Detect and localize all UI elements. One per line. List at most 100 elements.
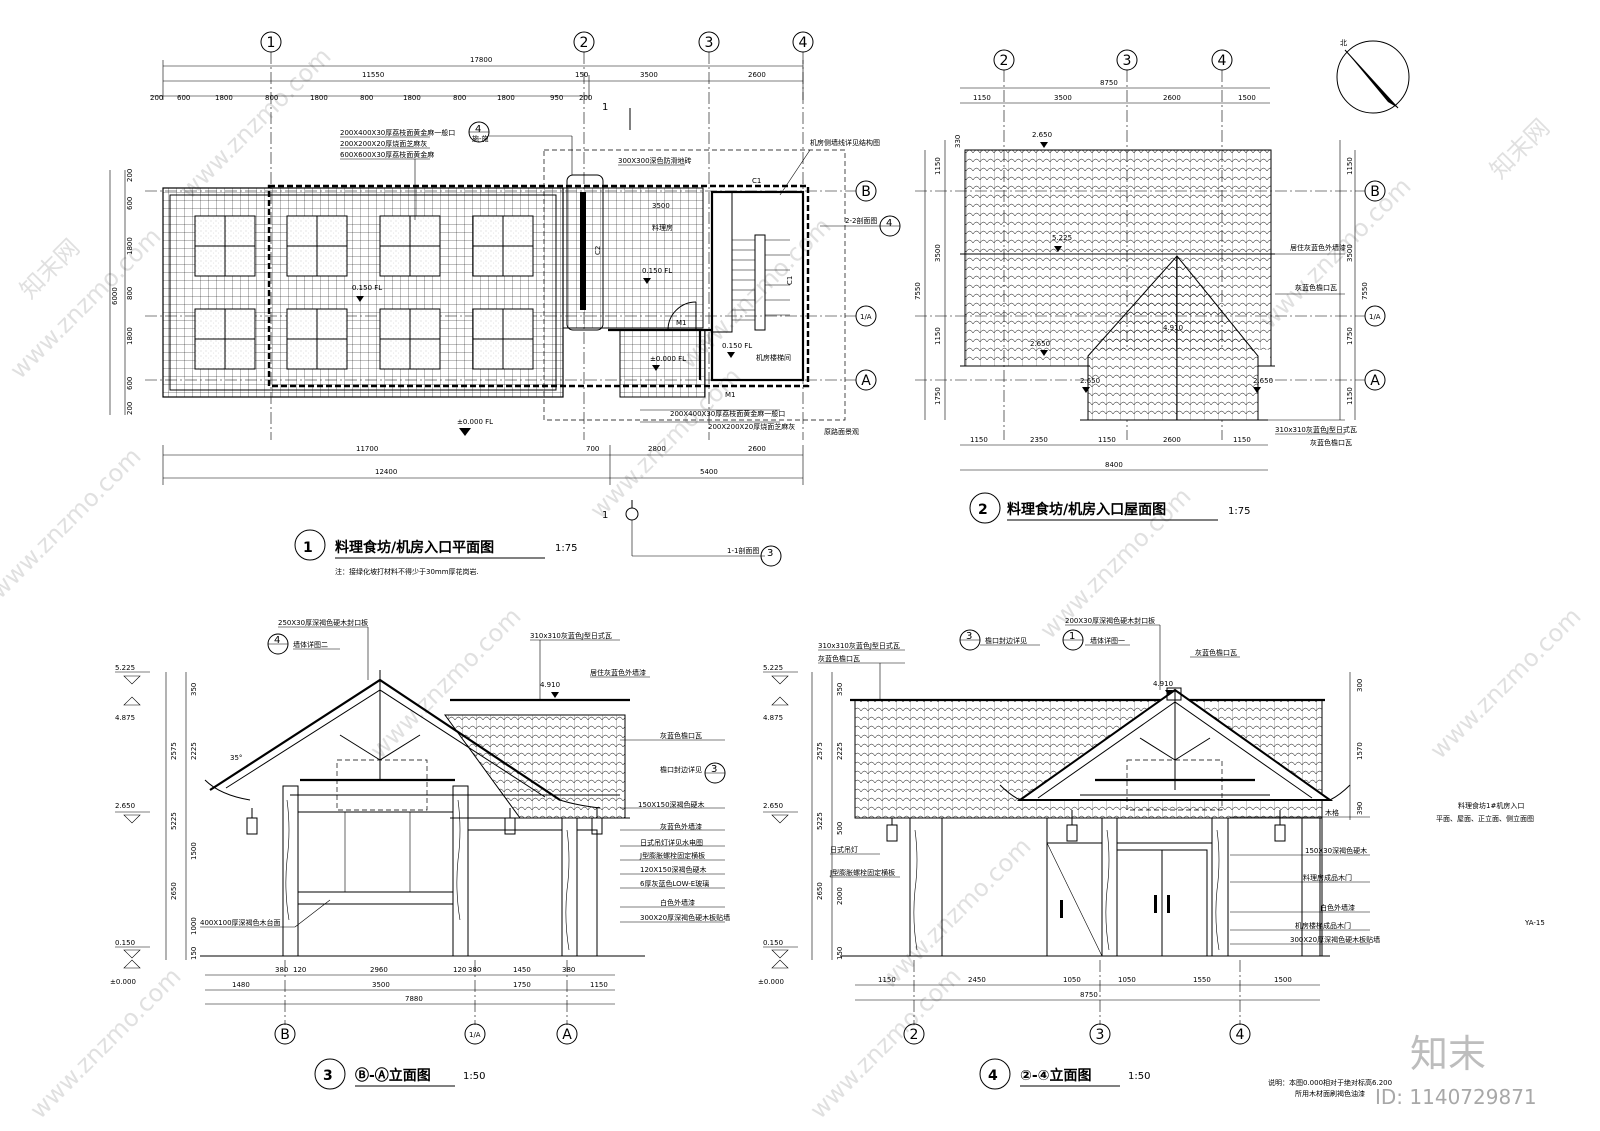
svg-text:檐口封边详见: 檐口封边详见: [985, 636, 1027, 645]
svg-text:6000: 6000: [111, 287, 119, 305]
svg-text:1570: 1570: [1356, 742, 1364, 760]
svg-text:35°: 35°: [230, 754, 242, 762]
elevation-2-4: 5.225 4.875 2.650 0.150 ±0.000 4.910 350…: [758, 616, 1380, 1090]
elev4-bottom-dims: 1150 2450 1050 1050 1550 1500 8750 2 3 4: [855, 960, 1320, 1045]
svg-text:±0.000 FL: ±0.000 FL: [457, 418, 493, 426]
elev3-left-dims: 350 2575 2225 5225 1500 2650 1000 150: [165, 672, 198, 960]
svg-text:8750: 8750: [1100, 79, 1118, 87]
svg-text:3: 3: [711, 764, 717, 775]
svg-text:1750: 1750: [1346, 327, 1354, 345]
plan-note: 注：接绿化坡打材料不得少于30mm厚花岗岩.: [335, 567, 479, 576]
svg-text:3: 3: [1096, 1027, 1105, 1043]
svg-text:4: 4: [274, 635, 280, 646]
watermark-text: www.znzmo.com: [4, 222, 166, 384]
svg-text:2350: 2350: [1030, 436, 1048, 444]
axis-label: 1: [267, 35, 276, 51]
svg-text:150X30深褐色硬木: 150X30深褐色硬木: [1305, 846, 1367, 855]
svg-text:1500: 1500: [1274, 976, 1292, 984]
svg-text:5225: 5225: [170, 812, 178, 830]
svg-text:310x310灰蓝色J型日式瓦: 310x310灰蓝色J型日式瓦: [818, 641, 900, 650]
svg-text:2.650: 2.650: [1032, 131, 1052, 139]
elev3-bottom-dims: 380 120 2960 120 380 1450 380 1480 3500 …: [205, 960, 615, 1045]
svg-text:5.225: 5.225: [763, 664, 783, 672]
svg-text:J型膨胀螺栓固定横板: J型膨胀螺栓固定横板: [639, 851, 705, 860]
svg-text:4.910: 4.910: [540, 681, 560, 689]
svg-text:2960: 2960: [370, 966, 388, 974]
svg-text:墙体详图二: 墙体详图二: [293, 640, 328, 649]
svg-text:4.875: 4.875: [115, 714, 135, 722]
svg-text:木格: 木格: [1325, 808, 1339, 817]
svg-text:200: 200: [150, 94, 163, 102]
watermark-text: www.znzmo.com: [874, 832, 1036, 994]
svg-text:2600: 2600: [1163, 436, 1181, 444]
svg-text:2575: 2575: [816, 742, 824, 760]
svg-text:1: 1: [602, 510, 608, 521]
svg-text:檐口封边详见: 檐口封边详见: [660, 765, 702, 774]
svg-text:2.650: 2.650: [115, 802, 135, 810]
svg-text:2600: 2600: [1163, 94, 1181, 102]
svg-text:2650: 2650: [170, 882, 178, 900]
svg-text:12400: 12400: [375, 468, 397, 476]
svg-text:M1: M1: [676, 319, 687, 327]
svg-text:600: 600: [177, 94, 190, 102]
svg-text:2.650: 2.650: [1030, 340, 1050, 348]
svg-text:1800: 1800: [215, 94, 233, 102]
svg-text:4: 4: [475, 124, 481, 135]
svg-text:310x310灰蓝色J型日式瓦: 310x310灰蓝色J型日式瓦: [1275, 425, 1357, 434]
svg-text:3500: 3500: [640, 71, 658, 79]
svg-text:原路面景观: 原路面景观: [824, 427, 859, 436]
svg-text:2000: 2000: [836, 887, 844, 905]
svg-text:±0.000: ±0.000: [758, 978, 784, 986]
svg-text:4: 4: [1236, 1027, 1245, 1043]
svg-text:150: 150: [836, 947, 844, 960]
svg-text:2: 2: [1000, 53, 1009, 69]
svg-text:120: 120: [293, 966, 306, 974]
svg-text:310x310灰蓝色J型日式瓦: 310x310灰蓝色J型日式瓦: [530, 631, 612, 640]
image-id-text: ID: 1140729871: [1375, 1085, 1537, 1109]
door: [1046, 842, 1208, 957]
svg-text:700: 700: [586, 445, 599, 453]
svg-text:2225: 2225: [836, 742, 844, 760]
plan-title: 1 料理食坊/机房入口平面图 1:75 注：接绿化坡打材料不得少于30mm厚花岗…: [294, 529, 577, 576]
watermark-text: www.znzmo.com: [1254, 172, 1416, 334]
svg-text:A: A: [562, 1027, 572, 1043]
elev-24-title-text: ②-④立面图: [1020, 1067, 1092, 1084]
svg-text:1800: 1800: [126, 237, 134, 255]
svg-text:平面、屋面、正立面、侧立面图: 平面、屋面、正立面、侧立面图: [1436, 814, 1534, 823]
svg-text:380: 380: [562, 966, 575, 974]
brand-logo-text: 知末: [1410, 1032, 1486, 1076]
elev-ba-title-text: Ⓑ-Ⓐ立面图: [355, 1067, 431, 1084]
svg-text:1500: 1500: [1238, 94, 1256, 102]
svg-text:2650: 2650: [816, 882, 824, 900]
svg-text:1: 1: [602, 102, 608, 113]
svg-text:1/A: 1/A: [469, 1031, 481, 1039]
svg-text:2.650: 2.650: [763, 802, 783, 810]
svg-text:B: B: [1370, 184, 1380, 200]
svg-text:5.225: 5.225: [115, 664, 135, 672]
elev3-labels: 250X30厚深褐色硬木封口板 墙体详图二 310x310灰蓝色J型日式瓦 居住…: [200, 618, 730, 928]
svg-text:5225: 5225: [816, 812, 824, 830]
svg-text:4: 4: [988, 1068, 998, 1084]
svg-text:1:50: 1:50: [1128, 1071, 1150, 1082]
svg-text:施-施: 施-施: [472, 134, 489, 143]
svg-text:0.150 FL: 0.150 FL: [352, 284, 382, 292]
svg-text:2800: 2800: [648, 445, 666, 453]
roof-title-text: 料理食坊/机房入口屋面图: [1007, 501, 1166, 518]
svg-text:C1: C1: [786, 276, 794, 285]
svg-text:YA-15: YA-15: [1524, 919, 1545, 927]
svg-text:1:50: 1:50: [463, 1071, 485, 1082]
watermark-text: www.znzmo.com: [174, 42, 336, 204]
elev4-labels: 310x310灰蓝色J型日式瓦 灰蓝色檐口瓦 檐口封边详见 墙体详图一 200X…: [818, 616, 1380, 945]
svg-text:日式吊灯详见水电图: 日式吊灯详见水电图: [640, 838, 703, 847]
svg-text:3500: 3500: [1346, 244, 1354, 262]
svg-text:600: 600: [126, 197, 134, 210]
svg-text:5.225: 5.225: [1052, 234, 1072, 242]
roof-outline: [267, 184, 810, 388]
svg-text:2.650: 2.650: [1253, 377, 1273, 385]
svg-text:200X30厚深褐色硬木封口板: 200X30厚深褐色硬木封口板: [1065, 616, 1155, 625]
svg-text:2.650: 2.650: [1080, 377, 1100, 385]
svg-text:200X400X30厚荔枝面黄金麻一般口: 200X400X30厚荔枝面黄金麻一般口: [670, 409, 785, 418]
roof-title: 2 料理食坊/机房入口屋面图 1:75: [969, 492, 1250, 524]
svg-text:±0.000: ±0.000: [110, 978, 136, 986]
svg-text:4.875: 4.875: [763, 714, 783, 722]
